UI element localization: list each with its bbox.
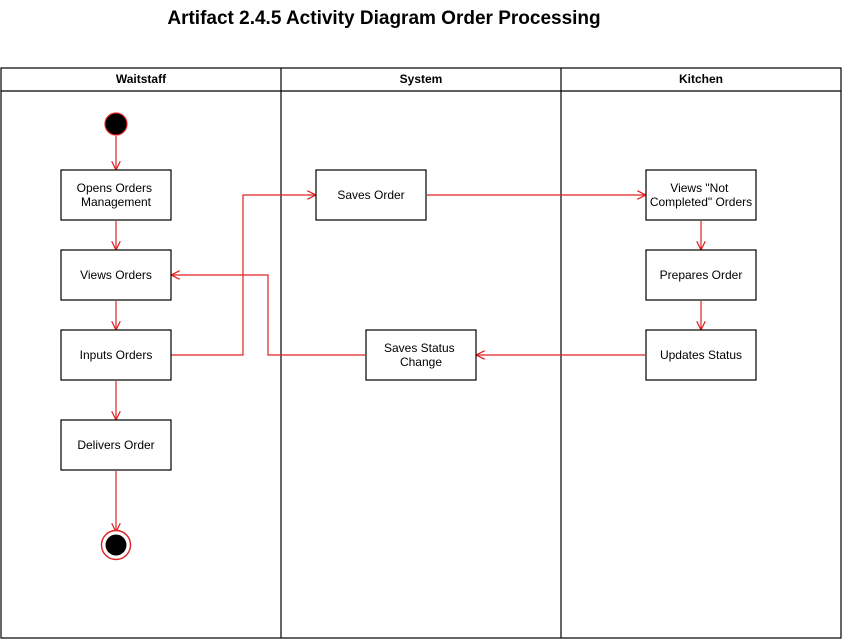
start-node: [104, 112, 128, 136]
svg-text:Saves Status Change: Saves Status Change: [384, 341, 458, 369]
activity-delivers-order: Delivers Order: [60, 419, 172, 471]
svg-text:Updates Status: Updates Status: [660, 348, 742, 362]
activity-views-not-completed-orders: Views "Not Completed" Orders: [645, 169, 757, 221]
svg-text:Prepares Order: Prepares Order: [660, 268, 743, 282]
swimlane-frame: [0, 67, 842, 639]
edge-saves-status-to-views-orders: [172, 275, 365, 356]
activity-prepares-order: Prepares Order: [645, 249, 757, 301]
lane-header-waitstaff: Waitstaff: [116, 72, 167, 86]
lane-header-kitchen: Kitchen: [679, 72, 723, 86]
end-node: [100, 529, 132, 561]
activity-opens-orders-management: Opens Orders Management: [60, 169, 172, 221]
activity-views-orders: Views Orders: [60, 249, 172, 301]
activity-inputs-orders: Inputs Orders: [60, 329, 172, 381]
svg-text:Views Orders: Views Orders: [80, 268, 152, 282]
svg-text:Inputs Orders: Inputs Orders: [80, 348, 153, 362]
lane-header-system: System: [400, 72, 443, 86]
svg-text:Views "Not Completed" Or: Views "Not Completed" Orders: [650, 181, 752, 209]
svg-text:Saves Order: Saves Order: [337, 188, 404, 202]
activity-saves-status-change: Saves Status Change: [365, 329, 477, 381]
flow-edges: [116, 136, 701, 531]
diagram-title: Artifact 2.4.5 Activity Diagram Order Pr…: [167, 8, 600, 29]
activity-updates-status: Updates Status: [645, 329, 757, 381]
svg-text:Opens Orders Management: Opens Orders Management: [77, 181, 156, 209]
svg-text:Delivers Order: Delivers Order: [77, 438, 154, 452]
activity-saves-order: Saves Order: [315, 169, 427, 221]
